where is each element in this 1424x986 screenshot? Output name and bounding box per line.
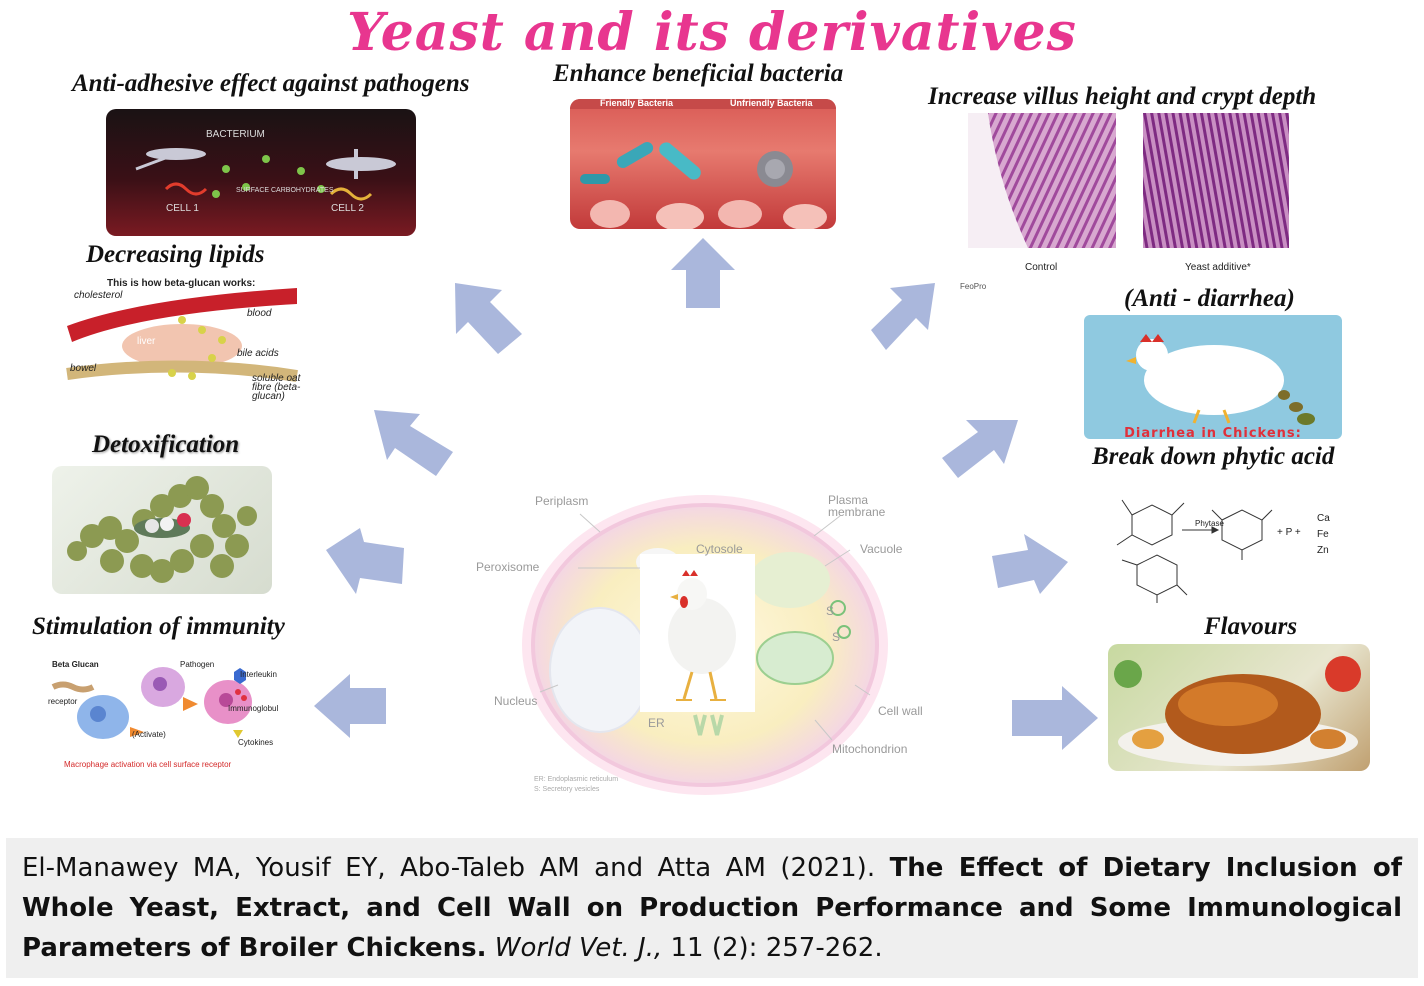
panel-lipids: This is how beta-glucan works: cholester… bbox=[62, 278, 302, 404]
blood-text: blood bbox=[247, 308, 272, 319]
arrow-mid-right-icon bbox=[942, 420, 1018, 478]
villus-note: FeoPro bbox=[960, 282, 987, 291]
chicken-icon bbox=[668, 570, 736, 701]
panel-flavours bbox=[1108, 644, 1370, 771]
panel-diarrhea bbox=[1084, 315, 1342, 439]
cell-legend-s: S: Secretory vesicles bbox=[534, 786, 600, 793]
cholesterol-text: cholesterol bbox=[74, 290, 123, 301]
citation-box: El-Manawey MA, Yousif EY, Abo-Taleb AM a… bbox=[6, 838, 1418, 978]
arrow-right-icon bbox=[992, 534, 1068, 594]
surface-carb-text: SURFACE CARBOHYDRATES bbox=[236, 187, 334, 194]
pathogen-text: Pathogen bbox=[180, 660, 215, 669]
roast-chicken-illustration bbox=[1114, 656, 1361, 766]
cell1-text: CELL 1 bbox=[166, 203, 199, 214]
villus-yeast-image bbox=[1143, 113, 1289, 248]
label-enhance-bacteria: Enhance beneficial bacteria bbox=[553, 60, 844, 87]
villus-yeast-caption: Yeast additive* bbox=[1185, 262, 1251, 273]
label-anti-adhesive: Anti-adhesive effect against pathogens bbox=[72, 70, 470, 97]
cytosole-text: Cytosole bbox=[696, 542, 743, 556]
cell-wall-text: Cell wall bbox=[878, 704, 923, 718]
cytokines-text: Cytokines bbox=[238, 738, 274, 747]
phytase-text: Phytase bbox=[1195, 519, 1224, 528]
label-flavours: Flavours bbox=[1204, 613, 1298, 640]
ion-zn: Zn bbox=[1317, 545, 1329, 556]
bile-text: bile acids bbox=[237, 348, 279, 359]
liver-text: liver bbox=[137, 336, 156, 347]
nucleus-text: Nucleus bbox=[494, 694, 538, 708]
label-lipids: Decreasing lipids bbox=[86, 241, 265, 268]
diarrhea-caption: Diarrhea in Chickens: bbox=[1124, 426, 1302, 441]
phytic-structure-illustration bbox=[1116, 499, 1273, 603]
bacteria-adhesion-illustration bbox=[135, 148, 396, 201]
citation-authors: El-Manawey MA, Yousif EY, Abo-Taleb AM a… bbox=[22, 853, 890, 883]
yeast-cell-diagram: Periplasm Plasma membrane Cytosole Vacuo… bbox=[470, 480, 940, 810]
panel-beneficial-bacteria: Friendly Bacteria Unfriendly Bacteria bbox=[570, 99, 836, 229]
citation-volume: 11 (2): 257-262. bbox=[662, 933, 883, 963]
panel-anti-adhesive: BACTERIUM SURFACE CARBOHYDRATES CELL 1 C… bbox=[106, 109, 416, 236]
plasma-membrane-text: Plasma membrane bbox=[828, 493, 886, 519]
molecule-illustration bbox=[67, 476, 257, 583]
cell2-text: CELL 2 bbox=[331, 203, 364, 214]
arrow-lower-left-icon bbox=[314, 674, 386, 738]
panel-detox bbox=[52, 466, 272, 594]
villus-control-image bbox=[968, 113, 1116, 248]
receptor-text: receptor bbox=[48, 697, 78, 706]
label-villus: Increase villus height and crypt depth bbox=[928, 83, 1317, 110]
label-detox: Detoxification bbox=[92, 431, 240, 458]
mitochondrion-text: Mitochondrion bbox=[832, 742, 908, 756]
fibre-text: soluble oat fibre (beta-glucan) bbox=[252, 373, 301, 402]
villus-control-caption: Control bbox=[1025, 262, 1058, 273]
broiler-chicken-image bbox=[640, 554, 755, 712]
phosphorus-text: + P + bbox=[1277, 527, 1301, 538]
arrow-upper-right-icon bbox=[871, 283, 935, 350]
cell-legend-er: ER: Endoplasmic reticulum bbox=[534, 776, 619, 783]
vesicle-s1-text: S bbox=[826, 604, 835, 618]
bacterium-text: BACTERIUM bbox=[206, 129, 265, 140]
interleukin-text: Interleukin bbox=[240, 670, 277, 679]
periplasm-text: Periplasm bbox=[535, 494, 589, 508]
macrophage-illustration bbox=[51, 667, 252, 739]
er-text: ER bbox=[648, 716, 665, 730]
immunoglobulin-text: Immunoglobul bbox=[228, 704, 279, 713]
ion-fe: Fe bbox=[1317, 529, 1329, 540]
peroxisome-text: Peroxisome bbox=[476, 560, 540, 574]
unfriendly-bacteria-text: Unfriendly Bacteria bbox=[730, 99, 813, 108]
lipids-header: This is how beta-glucan works: bbox=[107, 278, 256, 289]
macrophage-caption: Macrophage activation via cell surface r… bbox=[64, 760, 232, 769]
panel-phytic: Phytase + P + Ca Fe Zn bbox=[1092, 475, 1342, 603]
citation-journal: World Vet. J., bbox=[486, 933, 663, 963]
bacteria-illustration bbox=[580, 142, 827, 229]
bowel-text: bowel bbox=[70, 363, 97, 374]
arrow-left-icon bbox=[326, 528, 404, 594]
chicken-diarrhea-illustration bbox=[1126, 334, 1315, 425]
diagram-title: Yeast and its derivatives bbox=[347, 2, 1077, 63]
label-phytic: Break down phytic acid bbox=[1092, 443, 1335, 470]
activate-text: (Activate) bbox=[132, 730, 166, 739]
vesicle-s2-text: S bbox=[832, 630, 841, 644]
citation-title: The Effect of Dietary Inclusion of Whole… bbox=[22, 853, 1403, 963]
ion-ca: Ca bbox=[1317, 513, 1330, 524]
label-anti-diarrhea: (Anti - diarrhea) bbox=[1124, 285, 1295, 312]
arrow-lower-right-icon bbox=[1012, 686, 1098, 750]
panel-immunity: Beta Glucan Pathogen receptor Interleuki… bbox=[48, 652, 288, 774]
label-immunity: Stimulation of immunity bbox=[32, 613, 285, 640]
arrow-up-icon bbox=[671, 238, 735, 308]
arrow-mid-left-icon bbox=[374, 410, 453, 476]
vacuole-text: Vacuole bbox=[860, 542, 903, 556]
beta-glucan-text: Beta Glucan bbox=[52, 660, 99, 669]
beta-glucan-illustration bbox=[66, 288, 298, 382]
arrow-upper-left-icon bbox=[455, 283, 522, 354]
friendly-bacteria-text: Friendly Bacteria bbox=[600, 99, 674, 108]
